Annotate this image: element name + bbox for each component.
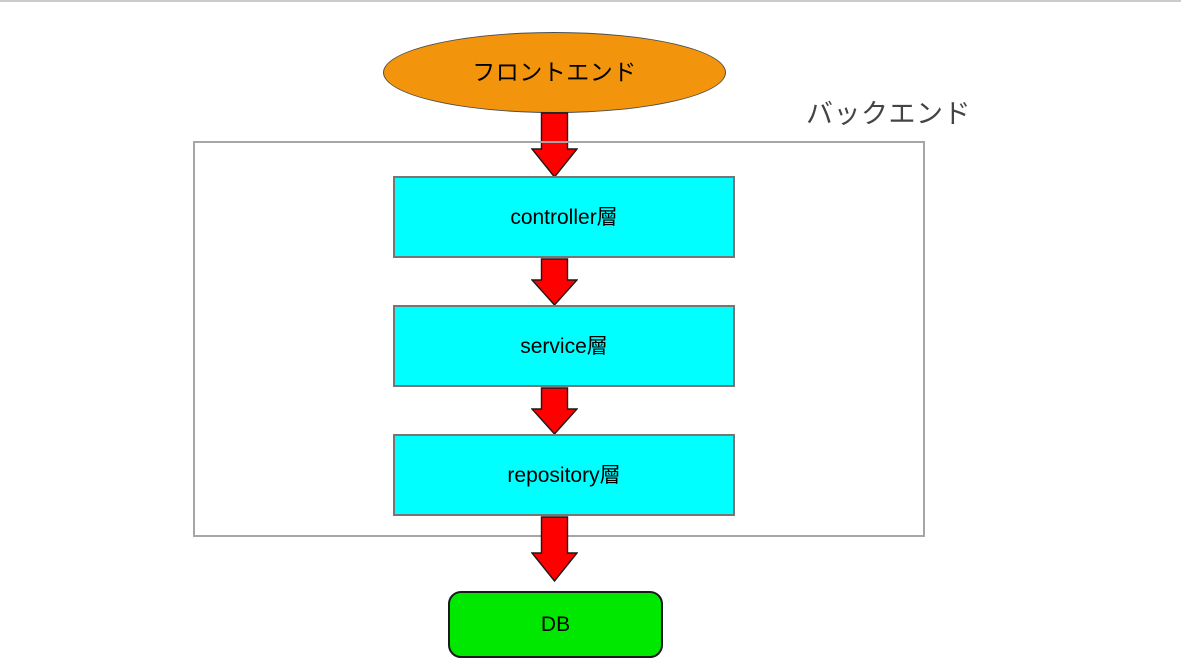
- arrow-repository-to-db-icon: [531, 516, 578, 582]
- top-divider: [0, 0, 1181, 2]
- frontend-node-label: フロントエンド: [472, 59, 637, 85]
- backend-container-label: バックエンド: [806, 99, 971, 129]
- service-layer-label: service層: [520, 334, 608, 358]
- service-layer-node[interactable]: service層: [393, 305, 735, 387]
- arrow-service-to-repository-icon: [531, 387, 578, 435]
- controller-layer-node[interactable]: controller層: [393, 176, 735, 258]
- controller-layer-label: controller層: [510, 205, 618, 229]
- repository-layer-node[interactable]: repository層: [393, 434, 735, 516]
- frontend-node[interactable]: フロントエンド: [383, 32, 726, 113]
- database-node-label: DB: [540, 613, 571, 636]
- arrow-controller-to-service-icon: [531, 258, 578, 306]
- arrow-frontend-to-controller-icon: [531, 112, 578, 178]
- repository-layer-label: repository層: [507, 463, 621, 487]
- database-node[interactable]: DB: [448, 591, 663, 658]
